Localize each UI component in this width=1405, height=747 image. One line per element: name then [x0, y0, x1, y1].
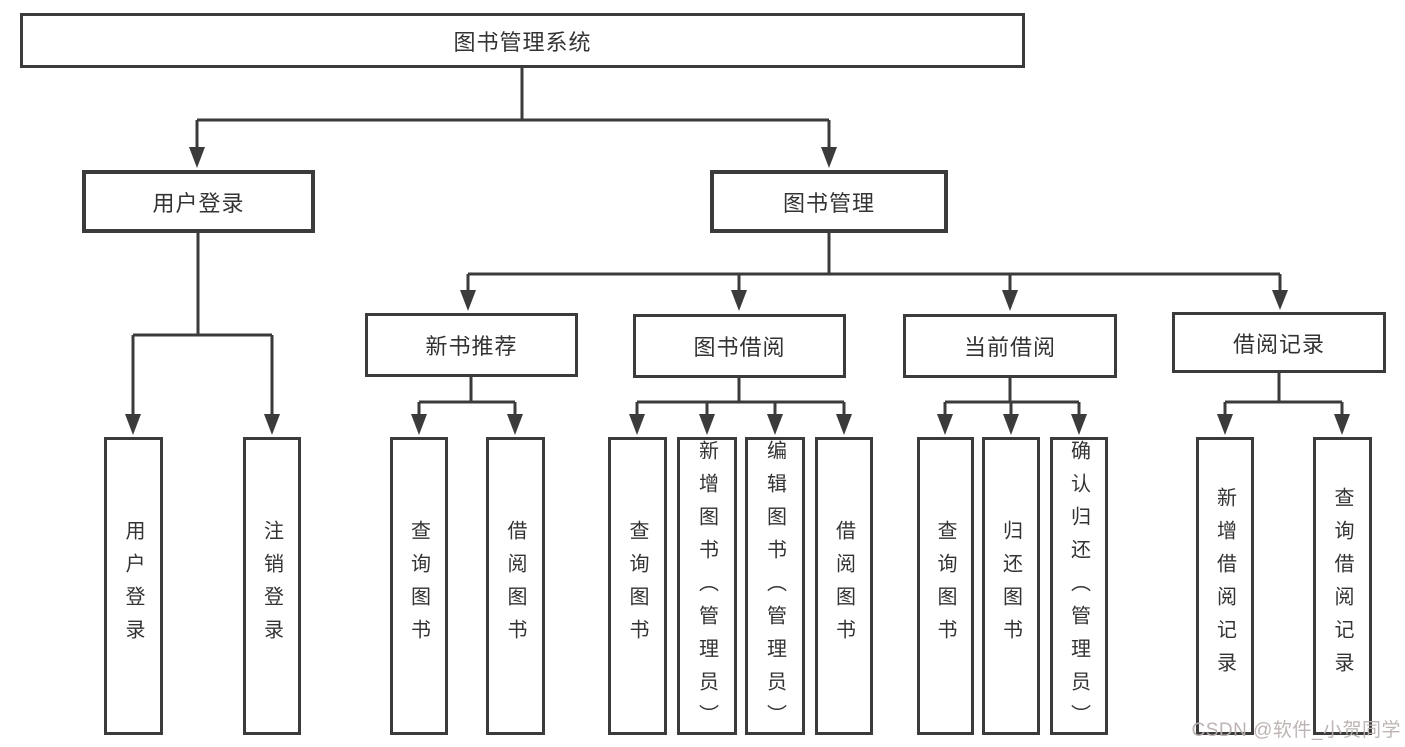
node-root-system: 图书管理系统: [20, 13, 1025, 68]
leaf-borrow-query-books: 查询图书: [608, 437, 667, 735]
leaf-logout: 注销登录: [243, 437, 301, 735]
csdn-watermark: CSDN @软件_小贺同学: [1191, 720, 1401, 741]
connector-root-to-level2: [195, 68, 831, 150]
leaf-current-return-books: 归还图书: [982, 437, 1040, 735]
node-book-borrowing: 图书借阅: [633, 314, 846, 378]
node-borrowing-records: 借阅记录: [1172, 312, 1386, 373]
arrowheads-level3: [460, 290, 1288, 311]
arrowheads-newbooks-leaves: [411, 414, 523, 435]
connector-newbooks-to-leaves: [417, 377, 517, 417]
arrowheads-currentborrow-leaves: [937, 414, 1087, 435]
node-book-management: 图书管理: [710, 170, 948, 233]
node-new-book-recommend: 新书推荐: [365, 313, 578, 377]
leaf-records-query-record: 查询借阅记录: [1313, 437, 1372, 735]
arrowheads-level2: [189, 147, 837, 168]
arrowheads-login-leaves: [125, 414, 280, 435]
connector-mgmt-to-level3: [466, 233, 1282, 292]
node-user-login: 用户登录: [82, 170, 315, 233]
node-current-borrowing: 当前借阅: [903, 314, 1117, 378]
connector-bookborrow-to-leaves: [635, 378, 846, 417]
connector-records-to-leaves: [1223, 373, 1344, 417]
leaf-borrow-edit-books-admin: 编辑图书（管理员）: [745, 437, 805, 735]
leaf-current-confirm-return-admin: 确认归还（管理员）: [1050, 437, 1108, 735]
leaf-current-query-books: 查询图书: [917, 437, 974, 735]
leaf-borrow-borrow-books: 借阅图书: [815, 437, 873, 735]
leaf-records-add-record: 新增借阅记录: [1196, 437, 1254, 735]
connector-login-to-leaves: [131, 233, 274, 417]
leaf-newbook-borrow-books: 借阅图书: [486, 437, 545, 735]
leaf-user-login: 用户登录: [104, 437, 163, 735]
arrowheads-records-leaves: [1217, 414, 1350, 435]
connector-currentborrow-to-leaves: [943, 378, 1081, 417]
arrowheads-bookborrow-leaves: [629, 414, 852, 435]
leaf-borrow-add-books-admin: 新增图书（管理员）: [677, 437, 737, 735]
leaf-newbook-query-books: 查询图书: [390, 437, 448, 735]
